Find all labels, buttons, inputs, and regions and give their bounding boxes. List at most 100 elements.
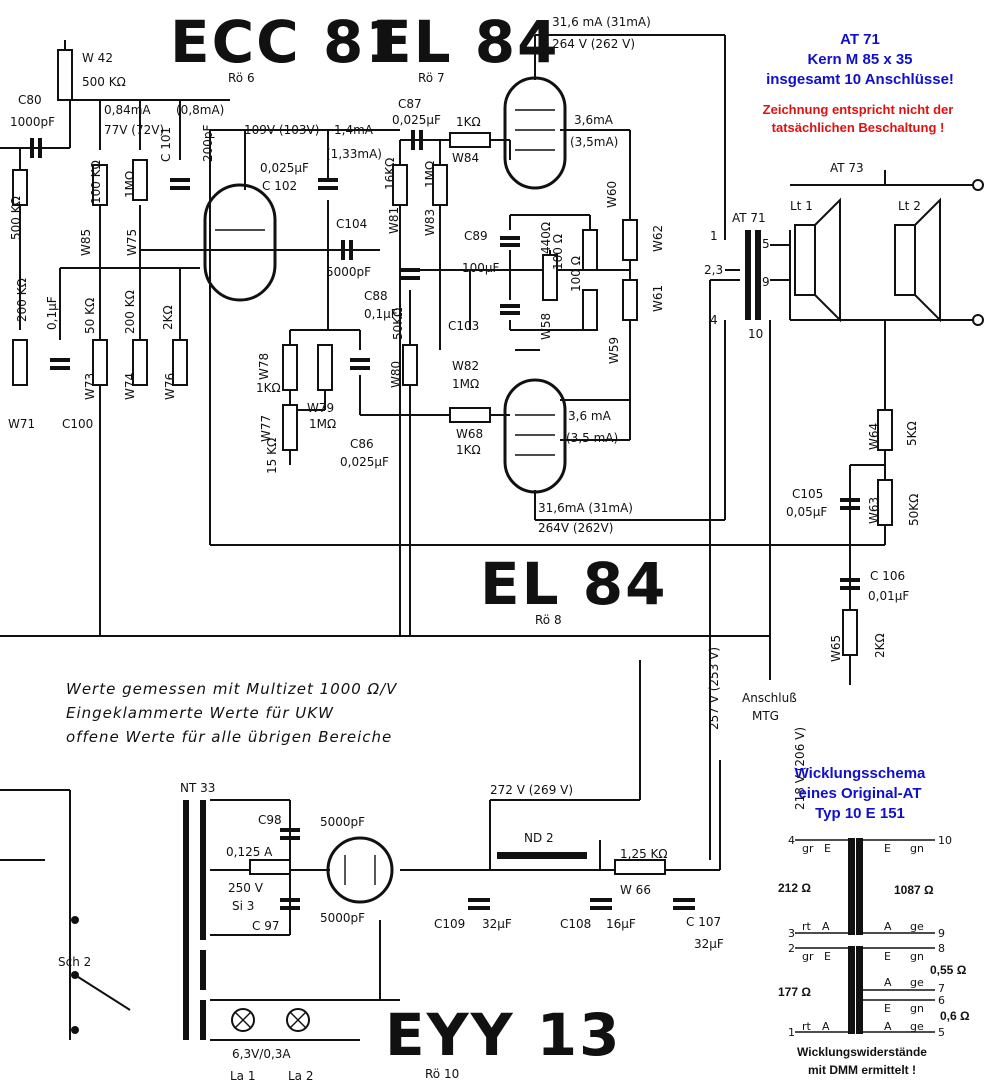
label-w75: W75 xyxy=(125,229,139,256)
tube-title-ecc81: ECC 81 xyxy=(170,8,408,76)
label-w58: W58 xyxy=(539,313,553,340)
label-c105: C105 xyxy=(792,487,823,501)
meas-m7: 31,6 mA (31mA) xyxy=(552,15,651,29)
label-w42: W 42 xyxy=(82,51,113,65)
tube-title-el84-1: EL 84 xyxy=(372,8,559,76)
tube-envelopes xyxy=(203,76,567,904)
label-w71-val: 200 KΩ xyxy=(15,278,29,322)
at71-connections: insgesamt 10 Anschlüsse! xyxy=(766,71,954,88)
meas-m15: 272 V (269 V) xyxy=(490,783,573,797)
label-w80-val: 50KΩ xyxy=(391,308,405,340)
label-c98-val: 5000pF xyxy=(320,815,365,829)
winding-gr2: gr xyxy=(802,950,814,963)
label-w84: W84 xyxy=(452,151,479,165)
winding-r1087: 1087 Ω xyxy=(894,883,934,897)
label-w61: W61 xyxy=(651,285,665,312)
label-w79-val: 1MΩ xyxy=(309,417,336,431)
label-c89: C89 xyxy=(464,229,488,243)
winding-e5: E xyxy=(884,1002,891,1015)
label-r100: 100 Ω xyxy=(551,234,565,270)
label-w73-val: 50 KΩ xyxy=(83,298,97,334)
winding-e1: E xyxy=(824,842,831,855)
winding-a3: A xyxy=(884,976,892,989)
label-w83: W83 xyxy=(423,209,437,236)
capacitors xyxy=(30,130,860,910)
label-fuse: 0,125 A xyxy=(226,845,273,859)
label-at73: AT 73 xyxy=(830,161,864,175)
label-w79: W79 xyxy=(307,401,334,415)
label-w63-val: 50KΩ xyxy=(907,494,921,526)
winding-ge1: ge xyxy=(910,920,924,933)
label-w85: W85 xyxy=(79,229,93,256)
label-c97: C 97 xyxy=(252,919,279,933)
tube-ref-el84-1: Rö 7 xyxy=(418,71,445,85)
label-w64-val: 5KΩ xyxy=(905,421,919,446)
label-w66-val: 1,25 KΩ xyxy=(620,847,668,861)
label-la2: La 2 xyxy=(288,1069,314,1083)
winding-p10: 10 xyxy=(938,834,952,847)
winding-p1: 1 xyxy=(788,1026,795,1039)
measurements: 0,84mA (0,8mA) 77V (72V) 109V (103V) 1,4… xyxy=(104,15,807,810)
label-c107-val: 32µF xyxy=(694,937,724,951)
meas-m8: 264 V (262 V) xyxy=(552,37,635,51)
label-c97-val: 5000pF xyxy=(320,911,365,925)
label-w82-val: 1MΩ xyxy=(452,377,479,391)
resistors xyxy=(12,49,893,875)
label-c103: C103 xyxy=(448,319,479,333)
at71-warning-2: tatsächlichen Beschaltung ! xyxy=(772,120,945,135)
label-c87: C87 xyxy=(398,97,422,111)
tube-ref-eyy13: Rö 10 xyxy=(425,1067,459,1081)
winding-r06: 0,6 Ω xyxy=(940,1009,970,1023)
winding-e3: E xyxy=(824,950,831,963)
label-w59: W59 xyxy=(607,337,621,364)
label-c86: C86 xyxy=(350,437,374,451)
label-pin10: 10 xyxy=(748,327,763,341)
label-w60: W60 xyxy=(605,181,619,208)
winding-a1: A xyxy=(822,920,830,933)
winding-a2: A xyxy=(884,920,892,933)
winding-schema: Wicklungsschema eines Original-AT Typ 10… xyxy=(778,765,970,1077)
winding-p4: 4 xyxy=(788,834,795,847)
meas-m2: (0,8mA) xyxy=(176,103,224,117)
meas-m11: 3,6 mA xyxy=(568,409,612,423)
meas-m13: 31,6mA (31mA) xyxy=(538,501,633,515)
transformers xyxy=(183,230,761,1040)
label-w64: W64 xyxy=(867,423,881,450)
label-w62: W62 xyxy=(651,225,665,252)
winding-ge2: ge xyxy=(910,976,924,989)
label-r440: 440Ω xyxy=(539,222,553,254)
label-w77-val: 15 KΩ xyxy=(265,438,279,474)
winding-p6: 6 xyxy=(938,994,945,1007)
note-line1: Werte gemessen mit Multizet 1000 Ω/V xyxy=(66,680,398,698)
winding-e2: E xyxy=(884,842,891,855)
label-c86-val: 0,025µF xyxy=(340,455,389,469)
at71-core: Kern M 85 x 35 xyxy=(807,51,912,68)
meas-m9: 3,6mA xyxy=(574,113,614,127)
winding-ge3: ge xyxy=(910,1020,924,1033)
winding-foot2: mit DMM ermittelt ! xyxy=(808,1063,916,1077)
label-w71: W71 xyxy=(8,417,35,431)
label-w68-val: 1KΩ xyxy=(456,443,481,457)
label-w65: W65 xyxy=(829,635,843,662)
label-la1: La 1 xyxy=(230,1069,256,1083)
at71-title: AT 71 xyxy=(840,31,880,48)
label-c106: C 106 xyxy=(870,569,905,583)
winding-rt1: rt xyxy=(802,920,812,933)
label-w73: W73 xyxy=(83,373,97,400)
component-labels: W 42 500 KΩ C80 1000pF 500 KΩ W85 100 KΩ… xyxy=(8,51,921,1083)
winding-a4: A xyxy=(822,1020,830,1033)
label-w58-val: 100 Ω xyxy=(569,256,583,292)
label-pot500: 500 KΩ xyxy=(9,196,23,240)
label-lt1: Lt 1 xyxy=(790,199,813,213)
label-c104-val: 5000pF xyxy=(326,265,371,279)
label-w81: W81 xyxy=(387,207,401,234)
label-w85-val: 100 KΩ xyxy=(89,160,103,204)
label-nt33: NT 33 xyxy=(180,781,215,795)
label-nd2: ND 2 xyxy=(524,831,554,845)
label-w80: W80 xyxy=(389,361,403,388)
meas-m14: 264V (262V) xyxy=(538,521,613,535)
label-c107: C 107 xyxy=(686,915,721,929)
label-lamps: 6,3V/0,3A xyxy=(232,1047,291,1061)
meas-m16: 257 V (253 V) xyxy=(707,647,721,730)
